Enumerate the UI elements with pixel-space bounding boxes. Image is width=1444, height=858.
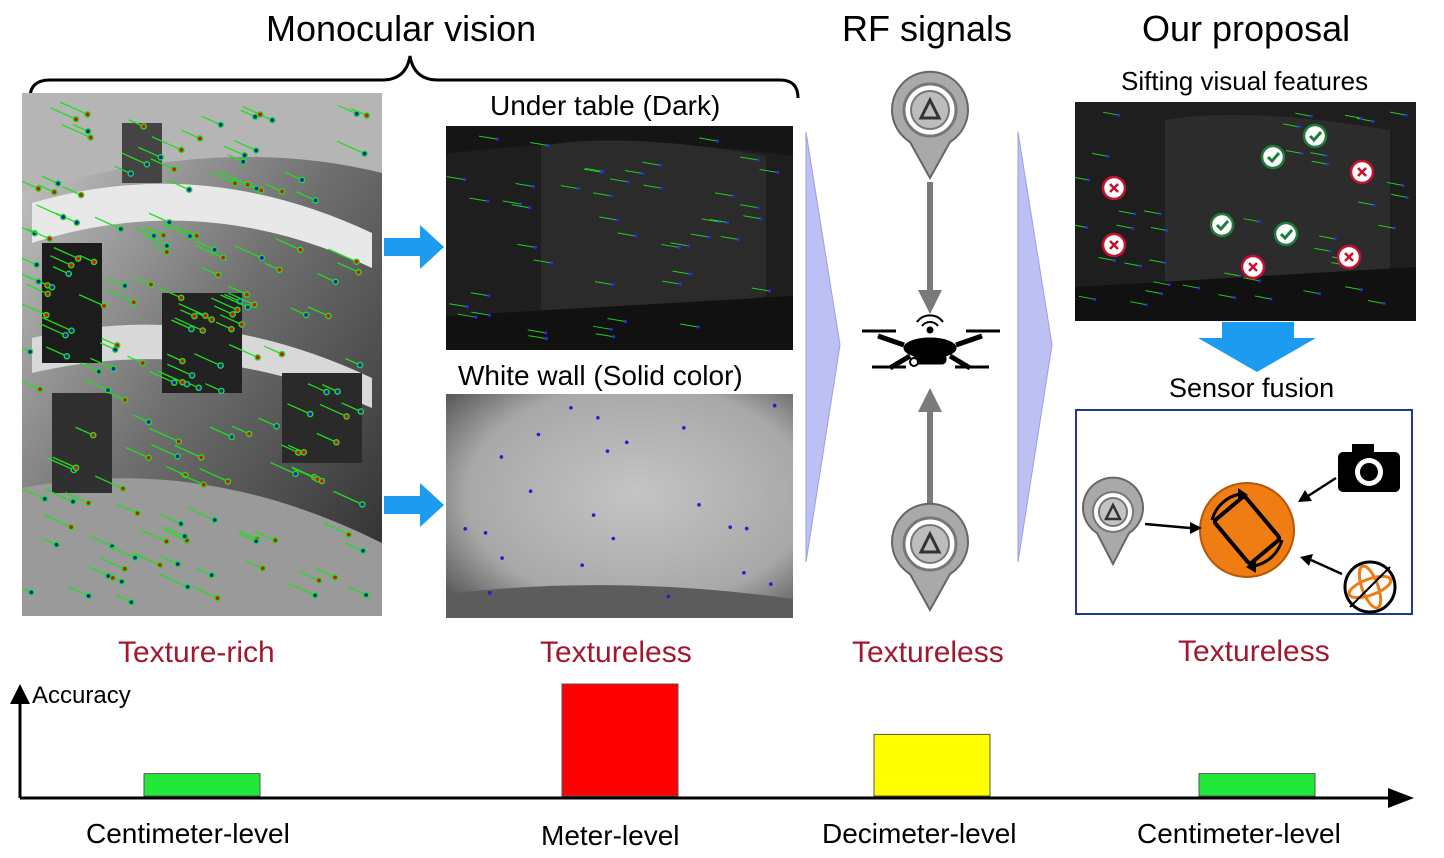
level-label-1: Centimeter-level bbox=[86, 818, 290, 849]
caption-textureless-3: Textureless bbox=[1178, 635, 1330, 668]
wall-photo bbox=[446, 394, 793, 618]
texture-rich-photo bbox=[22, 93, 382, 616]
level-label-3: Decimeter-level bbox=[822, 818, 1017, 849]
accuracy-label: Accuracy bbox=[32, 682, 131, 709]
wall-subtitle: White wall (Solid color) bbox=[458, 360, 743, 391]
accuracy-bar-3 bbox=[873, 733, 991, 797]
sensor-fusion-box bbox=[1075, 409, 1413, 615]
sift-subtitle: Sifting visual features bbox=[1121, 66, 1369, 96]
monocular-header: Monocular vision bbox=[266, 8, 537, 49]
y-axis-arrow bbox=[10, 684, 30, 704]
sifted-photo bbox=[1075, 102, 1416, 321]
accuracy-bar-4 bbox=[1198, 773, 1316, 797]
caption-texture-rich: Texture-rich bbox=[118, 636, 275, 669]
rf-header: RF signals bbox=[842, 8, 1013, 49]
fusion-subtitle: Sensor fusion bbox=[1169, 373, 1335, 403]
proposal-header: Our proposal bbox=[1142, 8, 1351, 49]
dark-subtitle: Under table (Dark) bbox=[490, 90, 721, 121]
caption-textureless-2: Textureless bbox=[852, 636, 1004, 669]
x-axis-arrow bbox=[1388, 788, 1414, 808]
level-label-2: Meter-level bbox=[541, 820, 680, 851]
level-label-4: Centimeter-level bbox=[1137, 818, 1341, 849]
caption-textureless-1: Textureless bbox=[540, 636, 692, 669]
accuracy-bar-2 bbox=[561, 683, 679, 797]
accuracy-bar-1 bbox=[143, 773, 261, 797]
dark-photo bbox=[446, 126, 793, 350]
